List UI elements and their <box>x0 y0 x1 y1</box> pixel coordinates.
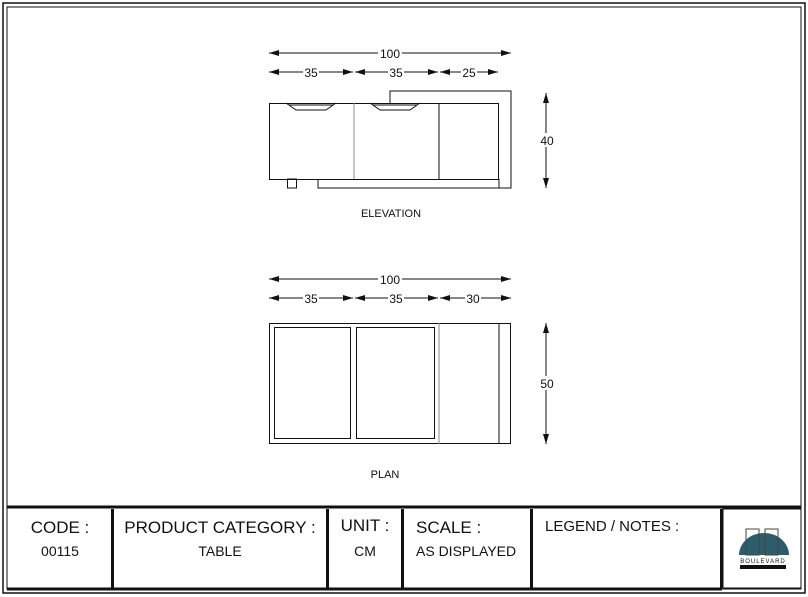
plan-segment-2: 35 <box>389 292 403 306</box>
category-cell: PRODUCT CATEGORY : TABLE <box>114 509 329 588</box>
unit-value: CM <box>354 543 376 559</box>
scale-value: AS DISPLAYED <box>416 543 517 559</box>
legend-cell: LEGEND / NOTES : <box>533 509 723 588</box>
code-cell: CODE : 00115 <box>9 509 114 588</box>
elevation-height: 40 <box>540 134 554 148</box>
plan-label: PLAN <box>371 469 400 481</box>
plan-segment-1: 35 <box>304 292 318 306</box>
elevation-segment-1: 35 <box>304 66 318 80</box>
plan-depth: 50 <box>540 377 554 391</box>
boulevard-logo: BOULEVARD <box>722 508 802 589</box>
elevation-segment-3: 25 <box>462 66 476 80</box>
category-label: PRODUCT CATEGORY : <box>124 518 316 537</box>
legend-label: LEGEND / NOTES : <box>545 518 680 535</box>
elevation-label: ELEVATION <box>361 208 421 220</box>
scale-cell: SCALE : AS DISPLAYED <box>404 509 533 588</box>
logo-text: BOULEVARD <box>740 559 786 565</box>
code-value: 00115 <box>41 543 79 559</box>
elevation-segment-2: 35 <box>389 66 403 80</box>
code-label: CODE : <box>30 518 90 537</box>
scale-label: SCALE : <box>416 518 482 537</box>
unit-cell: UNIT : CM <box>329 509 404 588</box>
plan-dimensions: 100 35 35 30 50 PLAN <box>303 272 554 481</box>
category-value: TABLE <box>198 543 242 559</box>
elevation-dimensions: 100 35 35 25 40 ELEVATION <box>303 46 554 220</box>
unit-label: UNIT : <box>340 516 390 535</box>
plan-overall-width: 100 <box>380 273 400 287</box>
plan-segment-3: 30 <box>466 292 480 306</box>
elevation-overall-width: 100 <box>380 47 400 61</box>
